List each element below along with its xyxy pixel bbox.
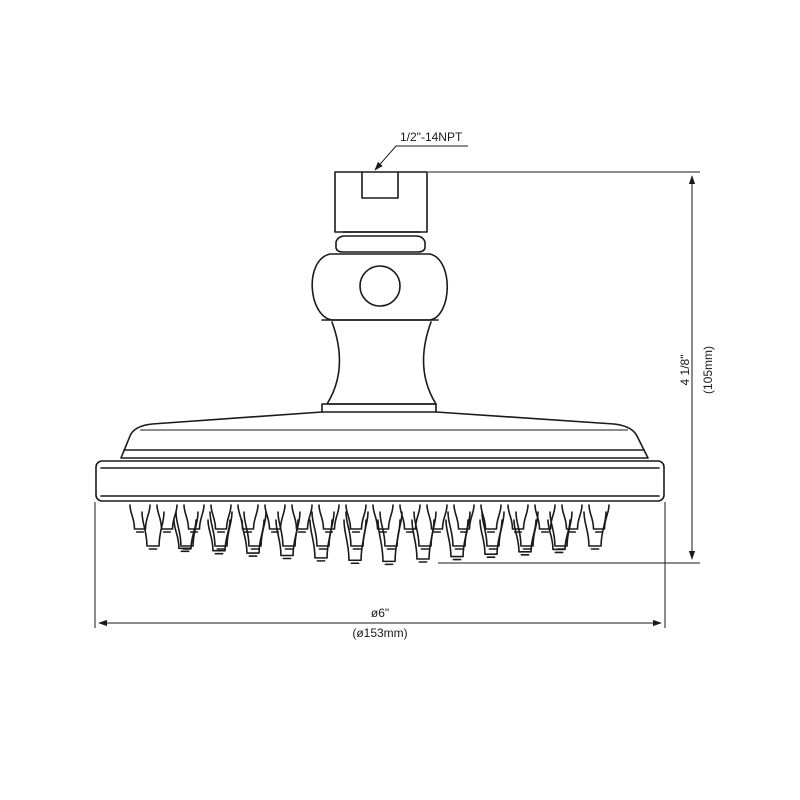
showerhead-dome [120,411,649,459]
spray-nozzle [372,504,394,530]
spray-nozzles [129,504,610,566]
spray-nozzle [479,519,503,556]
height-label-metric: (105mm) [701,346,715,394]
spray-nozzle [275,519,299,557]
spray-nozzle [237,504,259,530]
shower-arm-neck [321,321,437,413]
height-dimension: 4 1/8" (105mm) [428,171,715,564]
spray-nozzle [453,504,475,530]
spray-nozzle [243,511,267,547]
spray-nozzle [481,511,505,547]
spray-nozzle [534,504,556,530]
spray-nozzle [583,511,607,547]
threaded-connector [334,171,428,233]
spray-nozzle [547,519,571,551]
spray-nozzle [129,504,151,530]
spray-nozzle [309,519,333,559]
spray-nozzle [447,511,471,547]
spray-nozzle [445,519,469,558]
spray-nozzle [183,504,205,530]
thread-label: 1/2"-14NPT [400,130,463,144]
spray-nozzle [311,511,335,547]
diameter-label-metric: (ø153mm) [352,626,407,640]
spray-nozzle [549,511,573,547]
spray-nozzle [291,504,313,530]
spray-nozzle [345,511,369,547]
diameter-dimension: ø6" (ø153mm) [94,502,666,640]
diameter-label-imperial: ø6" [371,606,389,620]
spray-nozzle [173,519,197,550]
spray-nozzle [513,519,537,553]
spray-nozzle [377,519,401,563]
spray-nozzle [210,504,232,530]
spray-nozzle [241,519,265,554]
spray-nozzle [561,504,583,530]
spray-nozzle [515,511,539,547]
ball-joint [311,235,448,321]
spray-nozzle [207,519,231,552]
spray-nozzle [426,504,448,530]
spray-nozzle [379,511,403,547]
thread-callout: 1/2"-14NPT [374,130,468,171]
spray-nozzle [209,511,233,547]
spray-nozzle [264,504,286,530]
spray-nozzle [588,504,610,530]
spray-nozzle [277,511,301,547]
spray-nozzle [175,511,199,547]
spray-nozzle [343,519,367,562]
spray-nozzle [141,511,165,547]
spray-nozzle [413,511,437,547]
spray-nozzle [411,519,435,560]
spray-nozzle [345,504,367,530]
height-label-imperial: 4 1/8" [678,355,692,386]
spray-nozzle [318,504,340,530]
spray-nozzle [399,504,421,530]
showerhead-faceplate [95,460,665,502]
